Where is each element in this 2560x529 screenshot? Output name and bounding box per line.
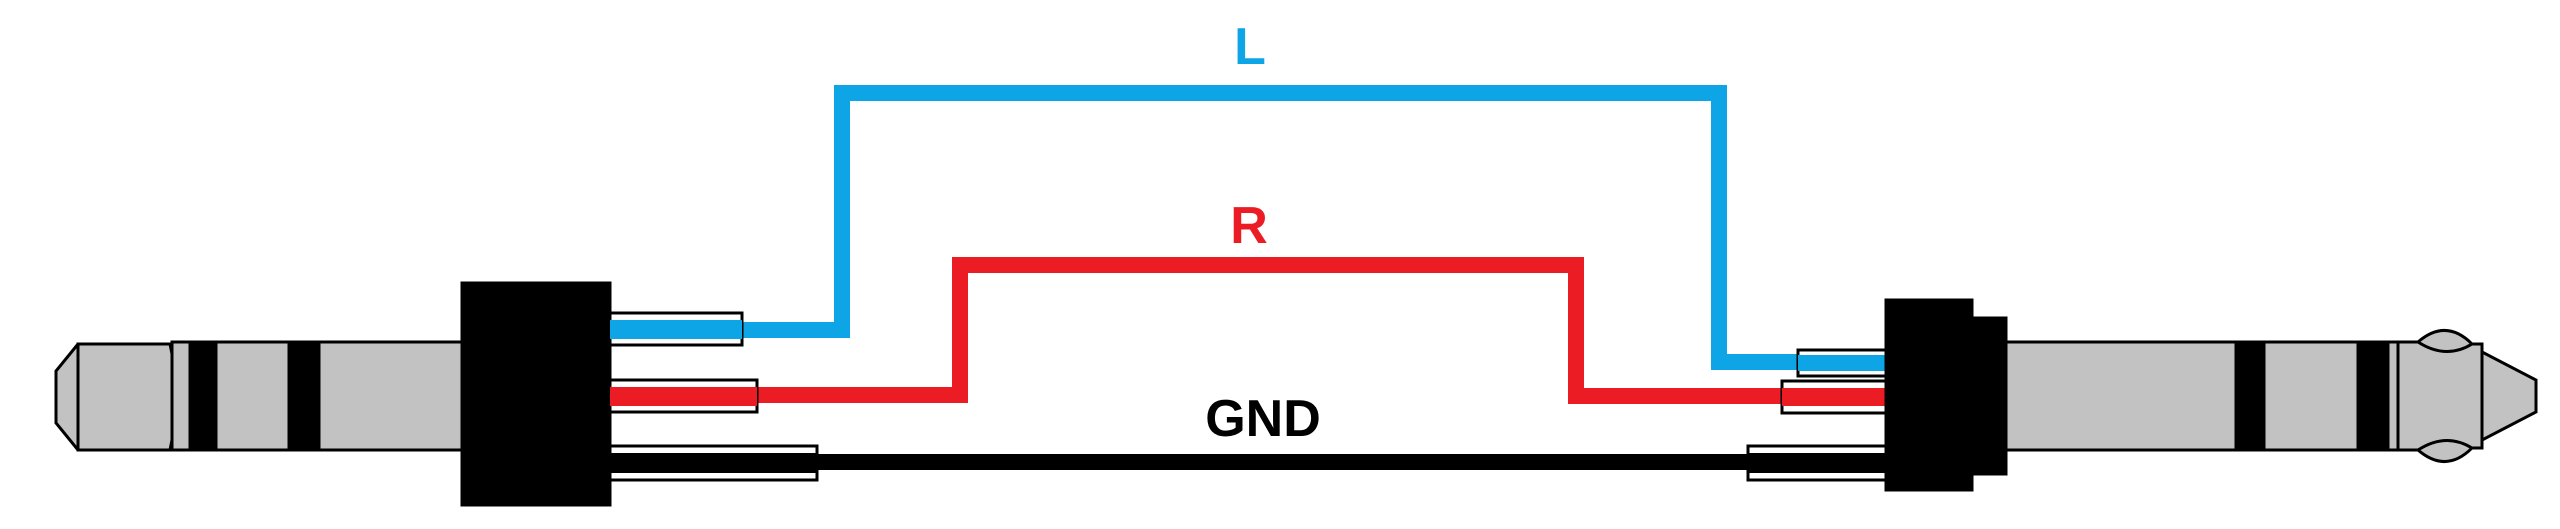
right-plug-insulator-1 [2234, 340, 2266, 452]
right-plug-ring-sleeve [2004, 340, 2400, 452]
left-channel-wire [740, 85, 1800, 370]
right-trs-plug [1746, 298, 2538, 492]
right-channel-label: R [1230, 197, 1268, 255]
ground-label: GND [1205, 390, 1321, 448]
left-plug-tip-neck [76, 342, 174, 452]
left-channel-label: L [1234, 18, 1266, 76]
right-plug-tip [2396, 329, 2538, 463]
right-plug-collar [1970, 316, 2008, 476]
left-plug-insulator-2 [287, 340, 321, 452]
right-plug-right-wire-core [1782, 388, 1886, 406]
right-plug-left-wire-core [1798, 355, 1886, 371]
right-plug-tip-neck [2417, 340, 2473, 452]
right-plug-ground-wire-core [1748, 453, 1886, 473]
right-plug-body [1884, 298, 1974, 492]
left-plug-body [460, 281, 612, 507]
left-plug-insulator-1 [188, 340, 218, 452]
right-plug-insulator-2 [2356, 340, 2390, 452]
left-plug-ground-wire-core [610, 453, 817, 473]
wires [740, 85, 1800, 470]
left-trs-plug [54, 281, 819, 507]
left-plug-right-wire-core [610, 387, 757, 406]
right-channel-wire [755, 257, 1782, 404]
left-plug-left-wire-core [610, 320, 742, 339]
